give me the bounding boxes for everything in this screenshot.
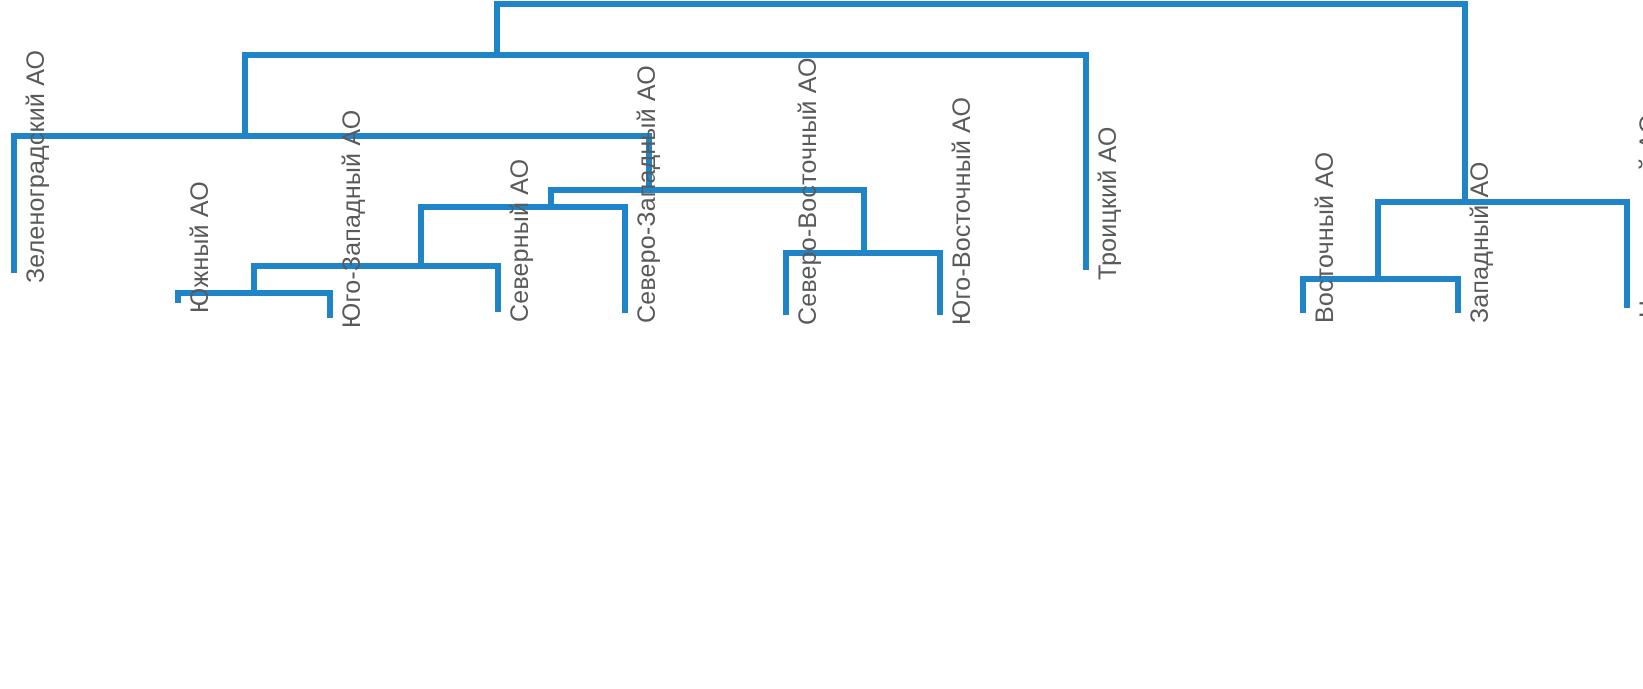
- dendrogram-leaf-label-1: Южный АО: [186, 181, 214, 313]
- dendrogram-leaf-label-8: Восточный АО: [1311, 151, 1339, 323]
- dendrogram-link-layer: [11, 1, 1630, 318]
- dendrogram-leaf-label-9: Западный АО: [1466, 161, 1494, 324]
- dendrogram-leaf-label-5: Северо-Восточный АО: [794, 57, 822, 325]
- dendrogram-leaf-label-0: Зеленоградский АО: [22, 49, 50, 283]
- dendrogram-leaf-label-7: Троицкий АО: [1094, 126, 1122, 280]
- dendrogram-leaf-label-10: Центральный АО: [1635, 113, 1643, 318]
- dendrogram-leaf-label-3: Северный АО: [506, 158, 534, 322]
- dendrogram-leaf-label-4: Северо-Западный АО: [633, 65, 661, 323]
- dendrogram-leaf-label-6: Юго-Восточный АО: [948, 96, 976, 325]
- dendrogram-leaf-label-2: Юго-Западный АО: [338, 109, 366, 328]
